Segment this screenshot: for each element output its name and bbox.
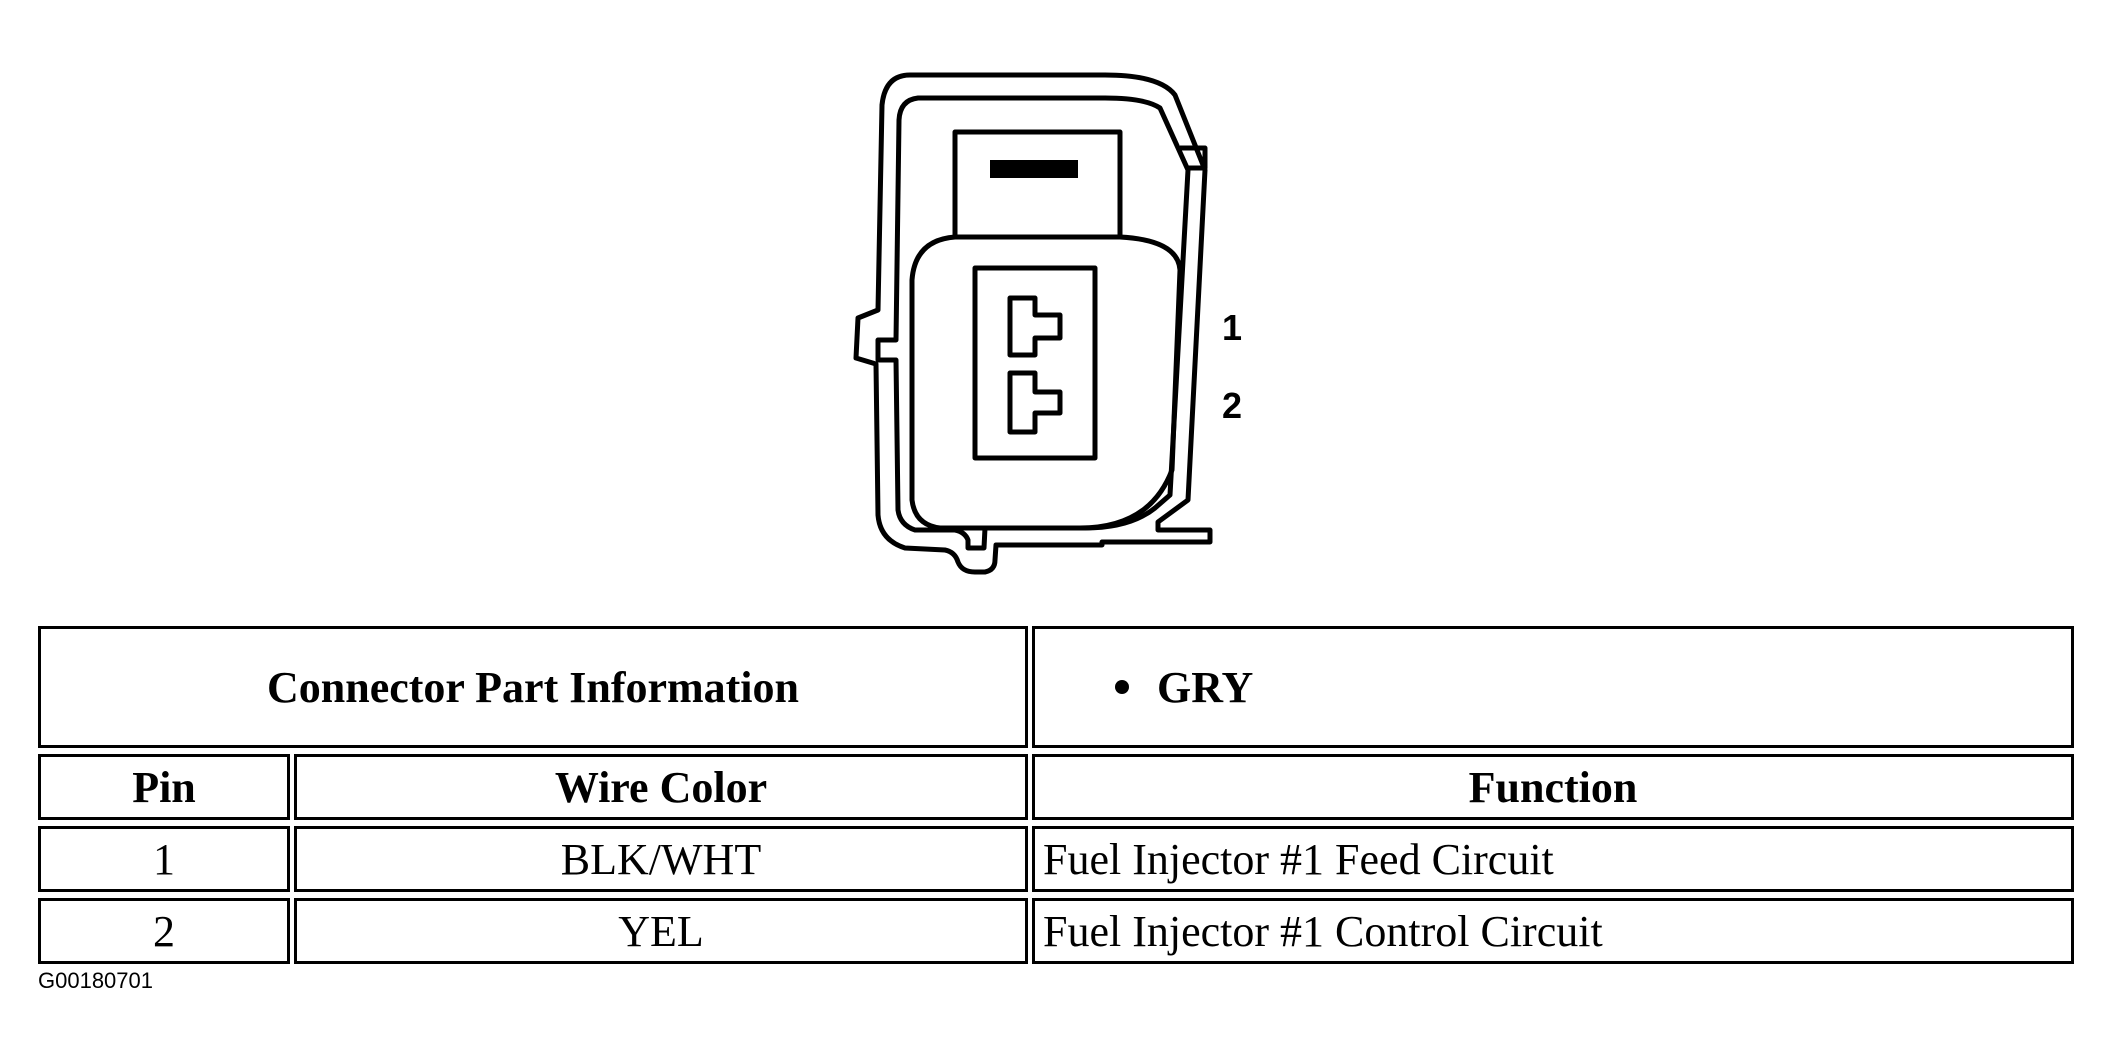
terminal-1 [1007,295,1063,358]
pin-label-1: 1 [1222,307,1243,348]
header-function-label: Function [1468,762,1638,812]
connector-inner-rim [875,95,1191,551]
bullet-icon [1115,680,1129,694]
cavity-outline [909,234,1183,531]
row-2-wire-color: YEL [618,906,704,956]
header-wire-color-label: Wire Color [554,762,768,812]
connector-face-drawing [853,72,1213,575]
table-row-2-pin: 2 [38,898,290,964]
part-info-value-cell: GRY [1032,626,2074,748]
part-info-title: Connector Part Information [267,662,799,712]
table-row-2-function: Fuel Injector #1 Control Circuit [1032,898,2074,964]
latch-bar [990,160,1078,178]
part-info-title-cell: Connector Part Information [38,626,1028,748]
terminal-2 [1007,370,1063,435]
table-row-2-wire-color: YEL [294,898,1028,964]
header-pin: Pin [38,754,290,820]
row-2-pin: 2 [153,906,175,956]
table-row-1-wire-color: BLK/WHT [294,826,1028,892]
side-tab [1180,145,1208,171]
row-2-function: Fuel Injector #1 Control Circuit [1043,906,1603,956]
header-wire-color: Wire Color [294,754,1028,820]
header-pin-label: Pin [132,762,196,812]
locking-tab-frame [952,129,1123,240]
connector-housing-outline [853,72,1213,575]
table-row-1-pin: 1 [38,826,290,892]
terminal-block [972,265,1098,461]
part-info-color: GRY [1157,662,1254,712]
figure-code: G00180701 [38,968,153,993]
header-function: Function [1032,754,2074,820]
table-row-1-function: Fuel Injector #1 Feed Circuit [1032,826,2074,892]
row-1-function: Fuel Injector #1 Feed Circuit [1043,834,1554,884]
connector-diagram: 1 2 [853,72,1243,575]
row-1-wire-color: BLK/WHT [560,834,762,884]
pin-label-2: 2 [1222,385,1243,426]
row-1-pin: 1 [153,834,175,884]
